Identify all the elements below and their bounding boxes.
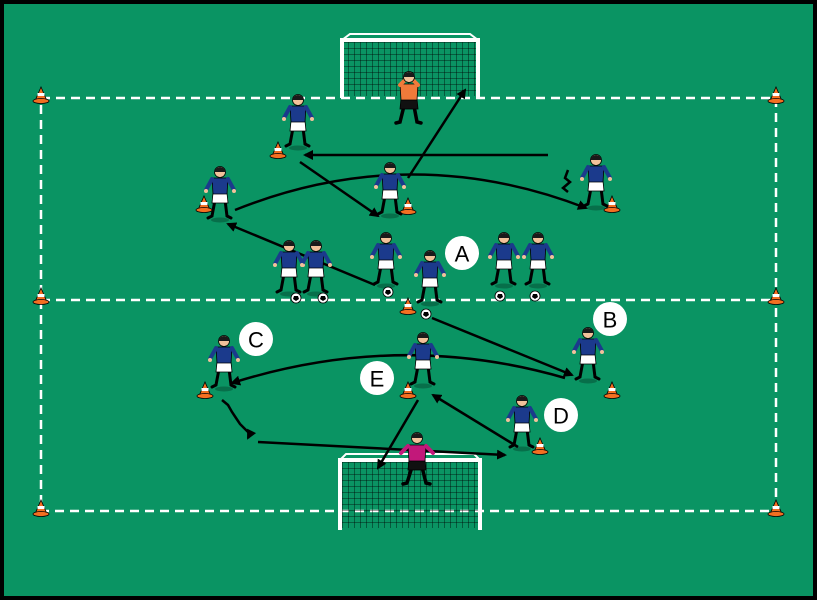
label-a-text: A — [455, 242, 470, 267]
label-b-text: B — [603, 308, 618, 333]
arrow — [230, 353, 566, 386]
ball — [317, 292, 329, 304]
arrow — [431, 316, 574, 377]
arrow — [221, 399, 257, 440]
label-c-text: C — [248, 328, 264, 353]
ball — [290, 292, 302, 304]
label-e: E — [360, 361, 394, 395]
label-d-text: D — [553, 404, 569, 429]
arrow — [376, 399, 420, 470]
arrow — [406, 88, 467, 179]
ball — [382, 286, 394, 298]
arrow — [257, 440, 507, 460]
arrow — [226, 222, 376, 287]
position-labels: A B C D E — [239, 236, 627, 432]
label-b: B — [593, 302, 627, 336]
arrow — [299, 160, 380, 218]
drill-arrows — [221, 88, 588, 470]
label-a: A — [445, 236, 479, 270]
arrow — [431, 393, 519, 449]
ball — [494, 290, 506, 302]
arrow — [561, 169, 572, 193]
ball — [529, 290, 541, 302]
label-d: D — [544, 398, 578, 432]
label-c: C — [239, 322, 273, 356]
arrow — [234, 173, 588, 212]
ball — [420, 308, 432, 320]
label-e-text: E — [370, 367, 385, 392]
